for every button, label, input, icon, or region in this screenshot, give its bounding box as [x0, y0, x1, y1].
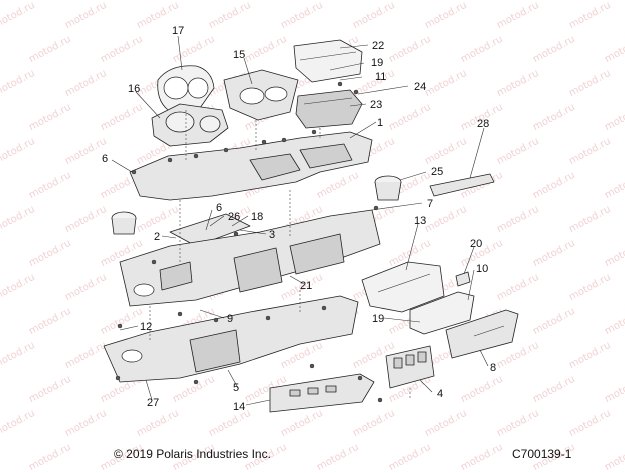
- callout-13: 13: [414, 215, 426, 227]
- callout-28: 28: [477, 118, 489, 130]
- callout-12: 12: [140, 321, 152, 333]
- callout-7: 7: [427, 198, 433, 210]
- part-left-cupholder: [111, 211, 137, 235]
- callout-16: 16: [128, 83, 140, 95]
- part-gauge-cluster: [151, 103, 229, 147]
- assembly-dash-lines: [149, 110, 411, 400]
- callout-15: 15: [233, 49, 245, 61]
- part-seal: [409, 291, 475, 335]
- callout-25: 25: [431, 166, 443, 178]
- part-bracket: [169, 213, 251, 247]
- callout-10: 10: [476, 263, 488, 275]
- part-latch: [455, 271, 471, 287]
- callout-17: 17: [172, 25, 184, 37]
- callout-19-right: 19: [372, 313, 384, 325]
- part-storage-bin: [295, 89, 363, 129]
- callout-8: 8: [490, 362, 496, 374]
- part-storage-lid: [293, 39, 363, 83]
- callout-27: 27: [147, 397, 159, 409]
- callout-5: 5: [233, 382, 239, 394]
- part-upper-dash: [129, 131, 373, 201]
- part-switch-panel: [385, 345, 435, 389]
- copyright-text: © 2019 Polaris Industries Inc.: [114, 447, 271, 461]
- callout-18: 18: [251, 211, 263, 223]
- callout-22: 22: [372, 40, 384, 52]
- callout-6-center: 6: [216, 202, 222, 214]
- part-lower-trim: [269, 373, 375, 413]
- diagram-id-text: C700139-1: [512, 447, 572, 461]
- part-cupholder-insert: [223, 69, 299, 121]
- callout-2: 2: [154, 231, 160, 243]
- part-lower-dash: [103, 295, 359, 383]
- callout-1: 1: [377, 117, 383, 129]
- callout-23: 23: [370, 99, 382, 111]
- callout-26: 26: [228, 211, 240, 223]
- callout-11: 11: [375, 71, 386, 83]
- fasteners: [115, 81, 383, 403]
- part-cup: [374, 175, 402, 201]
- callout-24: 24: [414, 81, 426, 93]
- part-glovebox-panel: [445, 309, 519, 359]
- callout-20: 20: [470, 238, 482, 250]
- part-main-dash: [119, 209, 381, 307]
- part-gauge-bezel: [157, 65, 215, 111]
- callout-9: 9: [227, 313, 233, 325]
- callout-3: 3: [269, 229, 275, 241]
- callout-21: 21: [300, 280, 312, 292]
- callout-19-top: 19: [371, 57, 383, 69]
- callout-14: 14: [233, 401, 245, 413]
- callout-6-left: 6: [102, 153, 108, 165]
- callout-4: 4: [437, 388, 443, 400]
- leader-lines: [111, 35, 489, 406]
- callout-labels: 17 16 15 22 19 11 24 23 1 28 6 25 7 6 26…: [102, 25, 496, 413]
